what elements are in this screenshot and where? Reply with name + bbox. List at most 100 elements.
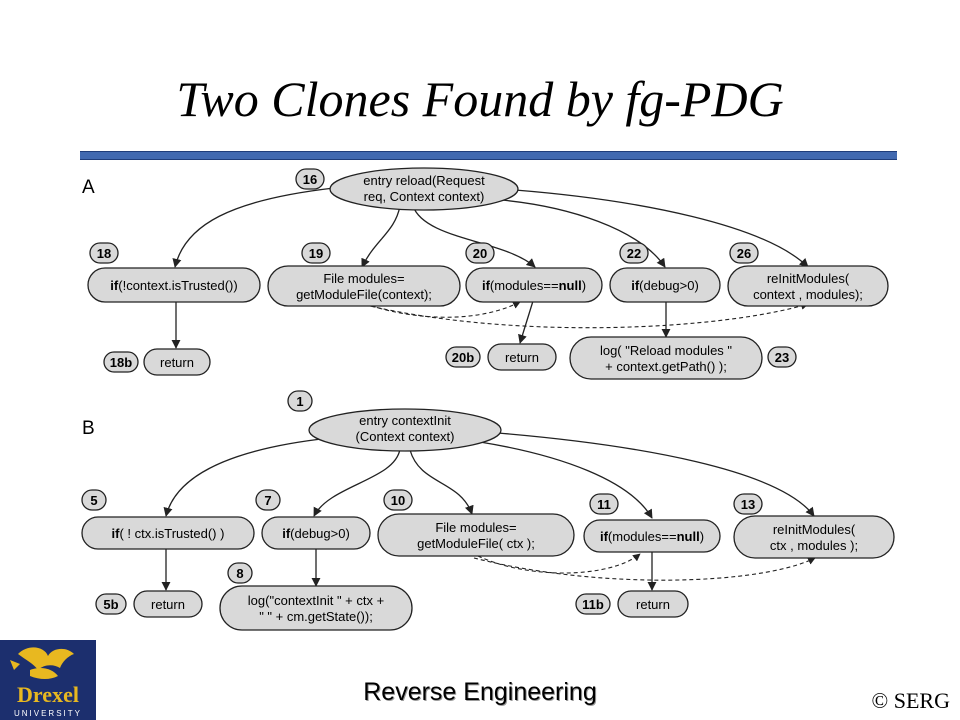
badge-18: 18 — [89, 242, 119, 264]
node-22: if(debug>0) — [609, 267, 721, 303]
node-5: if( ! ctx.isTrusted() ) — [81, 516, 255, 550]
pdg-diagram: A entry reload(Request req, Context cont… — [81, 167, 895, 631]
badge-7: 7 — [255, 489, 281, 511]
svg-text:log( "Reload modules ": log( "Reload modules " — [600, 343, 732, 358]
edge-1-5 — [163, 437, 331, 517]
edge-20-20b — [518, 300, 534, 344]
badge-1: 1 — [287, 390, 313, 412]
badge-22: 22 — [619, 242, 649, 264]
svg-text:8: 8 — [236, 566, 243, 581]
svg-text:11b: 11b — [582, 597, 604, 612]
svg-text:1: 1 — [296, 394, 303, 409]
slide-title: Two Clones Found by fg-PDG — [176, 71, 784, 127]
svg-text:18: 18 — [97, 246, 111, 261]
edge-1-11 — [479, 441, 653, 519]
svg-text:UNIVERSITY: UNIVERSITY — [14, 709, 82, 718]
svg-text:req, Context context): req, Context context) — [364, 189, 485, 204]
badge-19: 19 — [301, 242, 331, 264]
svg-text:return: return — [505, 350, 539, 365]
svg-text:return: return — [636, 597, 670, 612]
edge-16-19 — [361, 205, 401, 268]
node-20: if(modules==null) — [465, 267, 603, 303]
svg-text:7: 7 — [264, 493, 271, 508]
svg-text:13: 13 — [741, 497, 755, 512]
svg-text:log("contextInit " + ctx +: log("contextInit " + ctx + — [248, 593, 384, 608]
svg-text:" " + cm.getState());: " " + cm.getState()); — [259, 609, 373, 624]
graph-b-control-edges — [161, 432, 815, 591]
edge-1-10 — [409, 449, 474, 515]
badge-20: 20 — [465, 242, 495, 264]
edge-16-22 — [489, 198, 666, 268]
svg-text:26: 26 — [737, 246, 751, 261]
node-10: File modules= getModuleFile( ctx ); — [377, 513, 575, 557]
svg-text:getModuleFile(context);: getModuleFile(context); — [296, 287, 432, 302]
node-26: reInitModules( context , modules); — [727, 265, 889, 307]
badge-26: 26 — [729, 242, 759, 264]
node-1: entry contextInit (Context context) — [308, 408, 502, 452]
svg-text:20b: 20b — [452, 350, 474, 365]
svg-text:File modules=: File modules= — [323, 271, 404, 286]
badge-23: 23 — [767, 346, 797, 368]
badge-11: 11 — [589, 493, 619, 515]
badge-11b: 11b — [575, 593, 611, 615]
svg-text:23: 23 — [775, 350, 789, 365]
node-18b: return — [143, 348, 211, 376]
edge-16-20 — [412, 205, 536, 268]
svg-text:File modules=: File modules= — [435, 520, 516, 535]
node-18: if(!context.isTrusted()) — [87, 267, 261, 303]
graph-b-label: B — [82, 418, 95, 439]
badge-18b: 18b — [103, 351, 139, 373]
node-5b: return — [133, 590, 203, 618]
svg-text:+ context.getPath() );: + context.getPath() ); — [605, 359, 727, 374]
svg-text:18b: 18b — [110, 355, 132, 370]
svg-text:entry contextInit: entry contextInit — [359, 413, 451, 428]
badge-10: 10 — [383, 489, 413, 511]
graph-a-label: A — [82, 177, 95, 198]
svg-text:11: 11 — [597, 497, 611, 512]
svg-text:getModuleFile( ctx );: getModuleFile( ctx ); — [417, 536, 535, 551]
svg-text:19: 19 — [309, 246, 323, 261]
svg-text:Drexel: Drexel — [17, 682, 79, 707]
badge-5b: 5b — [95, 593, 127, 615]
dep-10-13 — [473, 557, 816, 581]
edge-1-7 — [313, 448, 401, 517]
edge-16-26 — [514, 189, 809, 268]
svg-text:if(modules==null): if(modules==null) — [600, 529, 704, 544]
svg-text:20: 20 — [473, 246, 487, 261]
edge-1-13 — [497, 432, 815, 517]
badge-8: 8 — [227, 562, 253, 584]
svg-text:(Context context): (Context context) — [356, 429, 455, 444]
svg-text:reInitModules(: reInitModules( — [767, 271, 850, 286]
svg-text:entry reload(Request: entry reload(Request — [363, 173, 485, 188]
svg-text:if( ! ctx.isTrusted() ): if( ! ctx.isTrusted() ) — [112, 526, 225, 541]
edge-16-18 — [172, 187, 335, 268]
dep-19-20 — [364, 301, 521, 318]
badge-13: 13 — [733, 493, 763, 515]
svg-text:reInitModules(: reInitModules( — [773, 522, 856, 537]
svg-text:if(!context.isTrusted()): if(!context.isTrusted()) — [110, 278, 237, 293]
svg-text:if(debug>0): if(debug>0) — [282, 526, 350, 541]
svg-text:16: 16 — [303, 172, 317, 187]
badge-20b: 20b — [445, 346, 481, 368]
svg-text:if(debug>0): if(debug>0) — [631, 278, 699, 293]
node-23: log( "Reload modules " + context.getPath… — [569, 336, 763, 380]
node-11b: return — [617, 590, 689, 618]
badge-5: 5 — [81, 489, 107, 511]
node-11: if(modules==null) — [583, 519, 721, 553]
svg-text:22: 22 — [627, 246, 641, 261]
badge-16: 16 — [295, 168, 325, 190]
svg-text:10: 10 — [391, 493, 405, 508]
node-16: entry reload(Request req, Context contex… — [329, 167, 519, 211]
svg-text:ctx , modules );: ctx , modules ); — [770, 538, 858, 553]
footer-text: Reverse Engineering — [363, 678, 597, 706]
title-divider — [80, 151, 897, 160]
dep-10-11 — [477, 553, 641, 574]
graph-a-control-edges — [171, 187, 809, 349]
graph-a-data-edges — [364, 301, 809, 329]
svg-text:5: 5 — [90, 493, 97, 508]
node-20b: return — [487, 343, 557, 371]
svg-text:return: return — [160, 355, 194, 370]
drexel-logo: Drexel UNIVERSITY — [0, 640, 96, 720]
node-19: File modules= getModuleFile(context); — [267, 265, 461, 307]
svg-text:context , modules);: context , modules); — [753, 287, 863, 302]
